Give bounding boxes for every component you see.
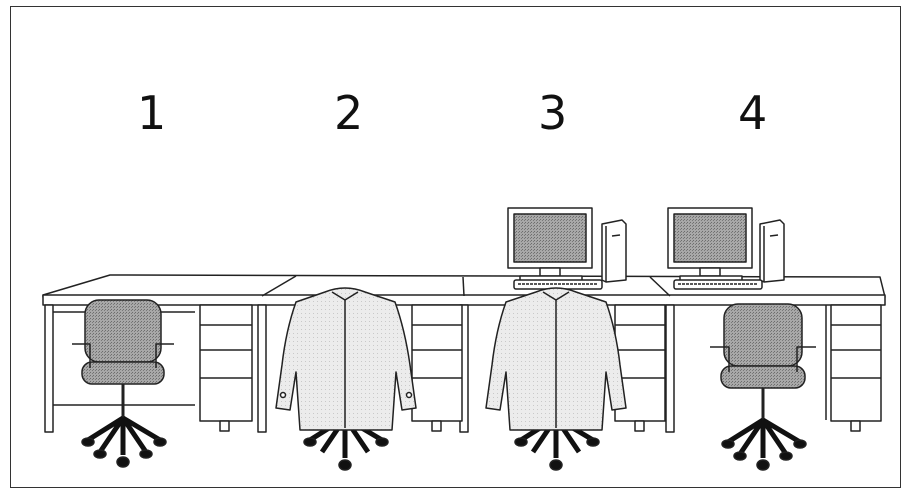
drawer-unit-1 [199, 304, 253, 432]
workstation-label-4: 4 [738, 86, 768, 140]
office-chair-4 [710, 303, 816, 471]
office-chair-1 [72, 299, 174, 468]
workstation-label-3: 3 [538, 86, 568, 140]
drawer-unit-4 [830, 304, 882, 432]
computer-monitor-4 [667, 207, 753, 282]
workstation-label-1: 1 [137, 86, 167, 140]
lab-coat-2 [275, 287, 417, 431]
drawer-unit-2 [411, 304, 463, 432]
lab-coat-3 [485, 287, 627, 431]
desk-frames [44, 304, 827, 433]
workstation-label-2: 2 [334, 86, 364, 140]
computer-tower-4 [759, 219, 785, 283]
drawer-unit-3 [614, 304, 666, 432]
computer-monitor-3 [507, 207, 593, 282]
keyboard-4 [673, 279, 763, 290]
computer-tower-3 [601, 219, 627, 283]
